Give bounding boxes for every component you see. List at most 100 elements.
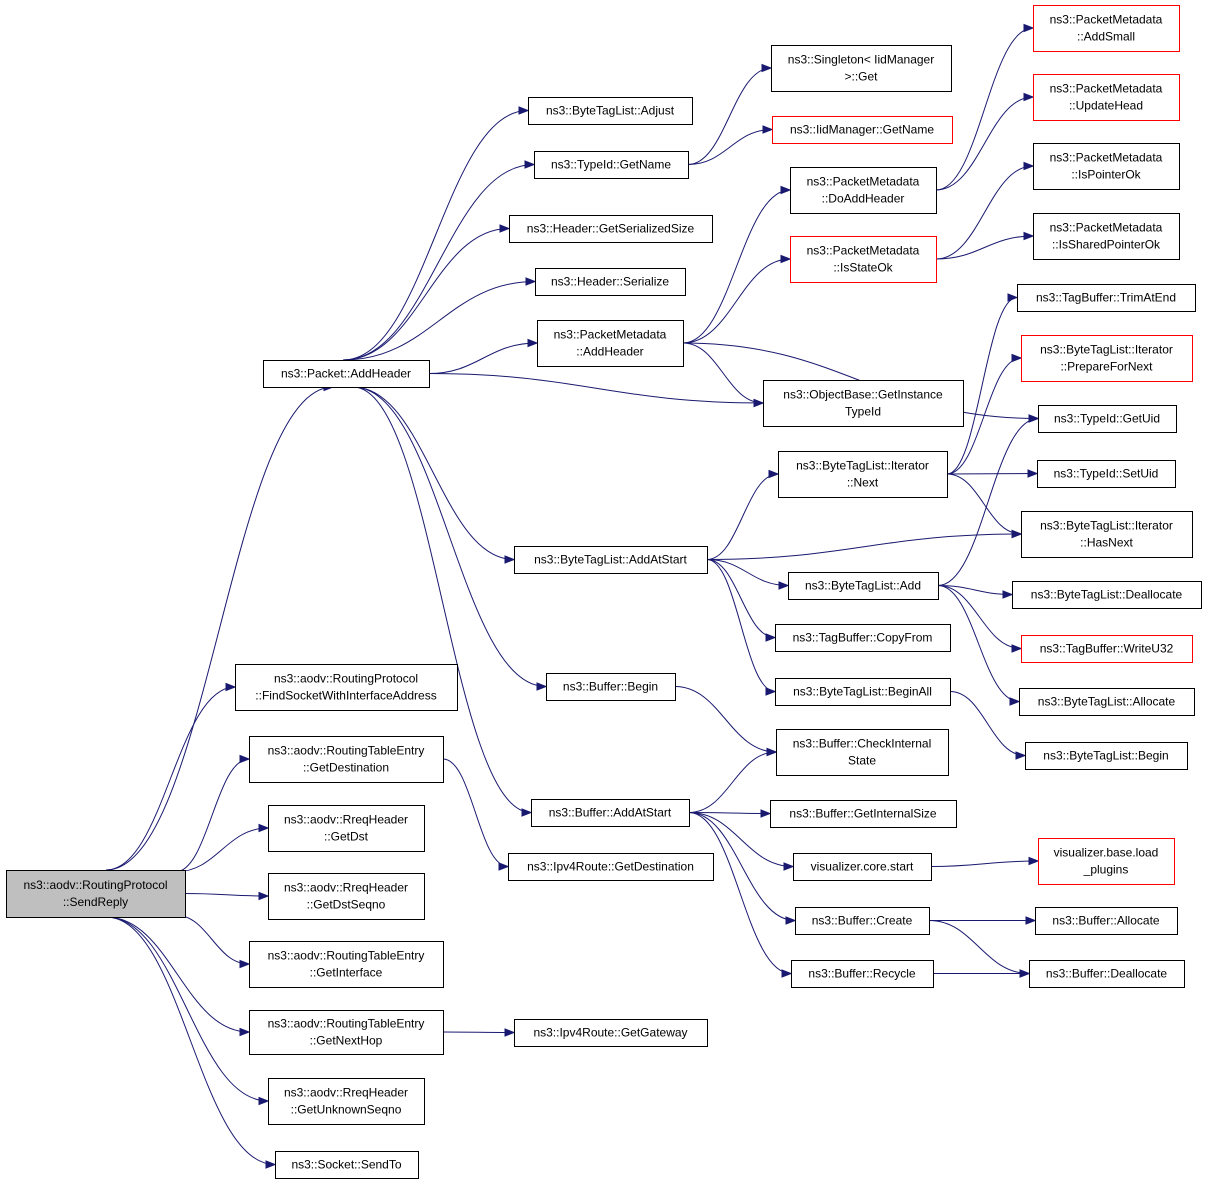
node-label: ns3::Ipv4Route::GetDestination xyxy=(527,860,694,874)
node-box xyxy=(1025,742,1188,770)
edge-btl-iterator-next-to-type-id-set-uid xyxy=(946,473,1038,475)
node-label: ns3::TypeId::GetName xyxy=(551,158,671,172)
node-label: ::GetUnknownSeqno xyxy=(291,1103,402,1117)
arrowhead xyxy=(1009,697,1021,706)
node-btl-iterator-prepare-for-next[interactable]: ns3::ByteTagList::Iterator::PrepareForNe… xyxy=(1021,335,1193,382)
node-rte-get-destination[interactable]: ns3::aodv::RoutingTableEntry::GetDestina… xyxy=(249,736,444,783)
node-ipv4route-get-destination[interactable]: ns3::Ipv4Route::GetDestination xyxy=(508,853,714,881)
node-find-socket-with-interface-address[interactable]: ns3::aodv::RoutingProtocol::FindSocketWi… xyxy=(235,664,458,711)
node-byte-tag-list-deallocate[interactable]: ns3::ByteTagList::Deallocate xyxy=(1012,581,1202,609)
node-buffer-add-at-start[interactable]: ns3::Buffer::AddAtStart xyxy=(531,799,690,827)
node-box xyxy=(1029,960,1185,988)
node-btl-iterator-has-next[interactable]: ns3::ByteTagList::Iterator::HasNext xyxy=(1021,511,1193,558)
node-box xyxy=(514,1019,708,1047)
edge-packet-metadata-is-state-ok-to-packet-metadata-is-pointer-ok xyxy=(935,165,1034,260)
node-label: ns3::PacketMetadata xyxy=(1050,151,1163,165)
node-label: ns3::Socket::SendTo xyxy=(291,1158,401,1172)
node-packet-metadata-is-shared-pointer-ok[interactable]: ns3::PacketMetadata::IsSharedPointerOk xyxy=(1033,213,1180,260)
node-label: ::IsSharedPointerOk xyxy=(1052,238,1161,252)
node-tag-buffer-write-u32[interactable]: ns3::TagBuffer::WriteU32 xyxy=(1021,635,1193,663)
edge-packet-add-header-to-type-id-get-name xyxy=(342,164,535,361)
node-label: ::IsPointerOk xyxy=(1071,168,1141,182)
arrowhead xyxy=(1002,590,1014,599)
node-label: ns3::ByteTagList::Add xyxy=(805,579,921,593)
node-packet-add-header[interactable]: ns3::Packet::AddHeader xyxy=(263,360,430,388)
edge-packet-metadata-add-header-to-packet-metadata-is-state-ok xyxy=(682,258,791,344)
node-label: ns3::ByteTagList::Adjust xyxy=(546,104,675,118)
node-label: ::GetDst xyxy=(324,830,369,844)
node-buffer-get-internal-size[interactable]: ns3::Buffer::GetInternalSize xyxy=(770,800,957,828)
node-iid-manager-get-name[interactable]: ns3::IidManager::GetName xyxy=(772,116,953,144)
node-rte-get-next-hop[interactable]: ns3::aodv::RoutingTableEntry::GetNextHop xyxy=(249,1010,444,1055)
node-byte-tag-list-begin[interactable]: ns3::ByteTagList::Begin xyxy=(1025,742,1188,770)
node-header-serialize[interactable]: ns3::Header::Serialize xyxy=(535,268,686,296)
node-box xyxy=(6,870,186,918)
node-box xyxy=(534,151,689,179)
node-header-get-serialized-size[interactable]: ns3::Header::GetSerializedSize xyxy=(509,215,713,243)
edge-send-reply-to-packet-add-header xyxy=(105,386,334,871)
node-box xyxy=(775,678,951,706)
node-packet-metadata-do-add-header[interactable]: ns3::PacketMetadata::DoAddHeader xyxy=(790,167,937,214)
edge-byte-tag-list-begin-all-to-byte-tag-list-begin xyxy=(949,691,1026,756)
arrowhead xyxy=(239,959,251,969)
node-box xyxy=(1033,143,1180,190)
node-label: ns3::aodv::RoutingTableEntry xyxy=(268,1017,425,1031)
node-byte-tag-list-adjust[interactable]: ns3::ByteTagList::Adjust xyxy=(528,97,693,125)
arrowhead xyxy=(239,754,251,764)
node-tag-buffer-copy-from[interactable]: ns3::TagBuffer::CopyFrom xyxy=(775,624,951,652)
node-packet-metadata-is-state-ok[interactable]: ns3::PacketMetadata::IsStateOk xyxy=(790,236,937,283)
node-rte-get-interface[interactable]: ns3::aodv::RoutingTableEntry::GetInterfa… xyxy=(249,941,444,988)
node-socket-send-to[interactable]: ns3::Socket::SendTo xyxy=(275,1151,419,1179)
arrowhead xyxy=(761,63,773,73)
node-type-id-get-uid[interactable]: ns3::TypeId::GetUid xyxy=(1038,405,1177,433)
node-type-id-get-name[interactable]: ns3::TypeId::GetName xyxy=(534,151,689,179)
edge-byte-tag-list-add-at-start-to-btl-iterator-next xyxy=(706,473,779,560)
node-byte-tag-list-add-at-start[interactable]: ns3::ByteTagList::AddAtStart xyxy=(514,546,708,574)
node-box xyxy=(508,853,714,881)
node-label: ns3::ByteTagList::Deallocate xyxy=(1031,588,1183,602)
edge-packet-metadata-do-add-header-to-packet-metadata-update-head xyxy=(935,96,1034,191)
node-rreq-header-get-unknown-seqno[interactable]: ns3::aodv::RreqHeader::GetUnknownSeqno xyxy=(268,1078,425,1125)
node-buffer-begin[interactable]: ns3::Buffer::Begin xyxy=(546,673,676,701)
node-tag-buffer-trim-at-end[interactable]: ns3::TagBuffer::TrimAtEnd xyxy=(1017,284,1196,312)
arrowhead xyxy=(783,862,795,871)
node-ipv4route-get-gateway[interactable]: ns3::Ipv4Route::GetGateway xyxy=(514,1019,708,1047)
edge-send-reply-to-rreq-header-get-unknown-seqno xyxy=(105,916,269,1102)
node-buffer-allocate[interactable]: ns3::Buffer::Allocate xyxy=(1035,907,1178,935)
node-rreq-header-get-dst-seqno[interactable]: ns3::aodv::RreqHeader::GetDstSeqno xyxy=(268,873,425,920)
arrowhead xyxy=(1028,414,1040,423)
arrowhead xyxy=(1023,23,1035,33)
node-visualizer-core-start[interactable]: visualizer.core.start xyxy=(793,853,932,881)
node-label: ns3::ByteTagList::Begin xyxy=(1043,749,1168,763)
node-visualizer-base-load-plugins[interactable]: visualizer.base.load_plugins xyxy=(1038,838,1175,885)
node-packet-metadata-add-header[interactable]: ns3::PacketMetadata::AddHeader xyxy=(537,320,684,367)
edge-packet-add-header-to-packet-metadata-add-header xyxy=(428,342,538,374)
node-byte-tag-list-begin-all[interactable]: ns3::ByteTagList::BeginAll xyxy=(775,678,951,706)
edge-send-reply-to-find-socket-with-interface-address xyxy=(105,686,236,871)
node-label: _plugins xyxy=(1083,863,1129,877)
node-box xyxy=(249,736,444,783)
node-buffer-deallocate[interactable]: ns3::Buffer::Deallocate xyxy=(1029,960,1185,988)
node-buffer-create[interactable]: ns3::Buffer::Create xyxy=(795,907,930,935)
node-send-reply[interactable]: ns3::aodv::RoutingProtocol::SendReply xyxy=(6,870,186,918)
node-buffer-recycle[interactable]: ns3::Buffer::Recycle xyxy=(791,960,934,988)
node-singleton-get[interactable]: ns3::Singleton< IidManager>::Get xyxy=(771,45,952,92)
node-btl-iterator-next[interactable]: ns3::ByteTagList::Iterator::Next xyxy=(778,451,948,498)
node-rreq-header-get-dst[interactable]: ns3::aodv::RreqHeader::GetDst xyxy=(268,805,425,852)
node-byte-tag-list-add[interactable]: ns3::ByteTagList::Add xyxy=(788,572,939,600)
node-type-id-set-uid[interactable]: ns3::TypeId::SetUid xyxy=(1037,460,1176,488)
node-byte-tag-list-allocate[interactable]: ns3::ByteTagList::Allocate xyxy=(1019,688,1195,716)
node-box xyxy=(790,236,937,283)
node-box xyxy=(537,320,684,367)
node-box xyxy=(528,97,693,125)
arrowhead xyxy=(265,1160,277,1169)
node-packet-metadata-add-small[interactable]: ns3::PacketMetadata::AddSmall xyxy=(1033,5,1180,52)
arrowhead xyxy=(768,469,780,479)
node-packet-metadata-update-head[interactable]: ns3::PacketMetadata::UpdateHead xyxy=(1033,74,1180,121)
node-packet-metadata-is-pointer-ok[interactable]: ns3::PacketMetadata::IsPointerOk xyxy=(1033,143,1180,190)
arrowhead xyxy=(753,398,765,408)
arrowhead xyxy=(1007,293,1019,302)
arrowhead xyxy=(536,682,548,691)
